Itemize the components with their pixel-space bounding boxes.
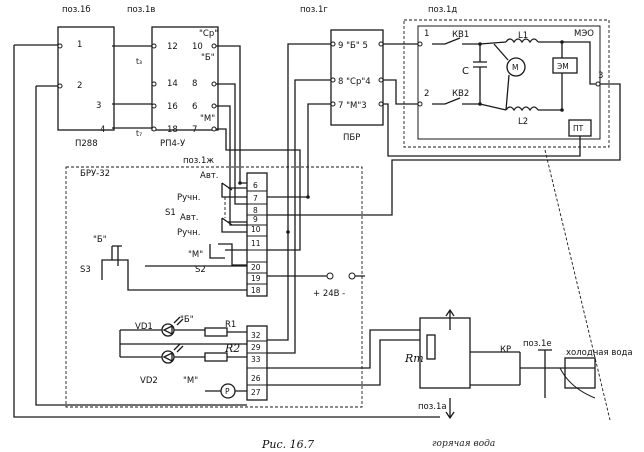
figure-caption: Рис. 16.7 bbox=[261, 438, 314, 451]
bru-name: БРУ-32 bbox=[80, 169, 110, 179]
r1-resistor bbox=[204, 327, 228, 337]
rt-sensor bbox=[419, 317, 471, 389]
pbr-block: поз.1г 9 "Б" 5 8 "Ср"4 7 "М"3 ПБР bbox=[300, 5, 384, 143]
rp4-pin-8: 8 bbox=[192, 79, 197, 89]
meo-term-1: 1 bbox=[424, 29, 429, 39]
rt-label: Rт bbox=[404, 352, 424, 365]
meo-em: ЭМ bbox=[557, 62, 569, 71]
pos-1v-label: поз.1в bbox=[127, 5, 155, 15]
meo-l1: L1 bbox=[518, 31, 528, 41]
term-8: 8 bbox=[253, 206, 258, 215]
term-33: 33 bbox=[251, 355, 261, 364]
rt-element bbox=[426, 334, 436, 360]
bru-supply: + 24В - bbox=[313, 289, 345, 299]
bru-block: поз.1ж БРУ-32 Авт. Ручн. S1 Авт. Ручн. "… bbox=[65, 156, 365, 408]
rp4-pin-10: 10 bbox=[192, 42, 203, 52]
pos-1a-label: поз.1а bbox=[418, 402, 447, 412]
rp4-pin-12: 12 bbox=[167, 42, 178, 52]
p288-pin-4: 4 bbox=[100, 125, 105, 135]
meo-kv2: КВ2 bbox=[452, 89, 469, 99]
rp4-pin-7: 7 bbox=[192, 125, 197, 135]
pbr-row-3: 7 "М"3 bbox=[338, 101, 367, 111]
em-box bbox=[552, 57, 578, 74]
rp4-t3: t₃ bbox=[136, 57, 142, 66]
bru-s3-label: "Б" bbox=[93, 235, 107, 245]
rp4-label-sr: "Ср" bbox=[199, 29, 218, 39]
bru-r2: R2 bbox=[224, 342, 240, 355]
term-26: 26 bbox=[251, 374, 261, 383]
meo-term-2: 2 bbox=[424, 89, 429, 99]
term-19: 19 bbox=[251, 274, 261, 283]
bru-ruch-1: Ручн. bbox=[177, 193, 200, 203]
p288-pin-2: 2 bbox=[77, 81, 82, 91]
bru-ruch-2: Ручн. bbox=[177, 228, 200, 238]
rp4-label-b: "Б" bbox=[201, 53, 215, 63]
rp4-pin-18: 18 bbox=[167, 125, 178, 135]
bru-vd1-tag: "Б" bbox=[180, 315, 194, 325]
pos-1zh-label: поз.1ж bbox=[183, 156, 214, 166]
meo-term-3: 3 bbox=[598, 71, 603, 81]
term-6: 6 bbox=[253, 181, 258, 190]
meo-motor: М bbox=[512, 63, 518, 72]
rp4-name: РП4-У bbox=[160, 139, 186, 149]
bru-s2-label: "М" bbox=[188, 250, 203, 260]
bru-s2: S2 bbox=[195, 265, 206, 275]
p288-block: поз.1б 1 2 3 4 П288 bbox=[57, 5, 115, 149]
pos-1d-label: поз.1д bbox=[428, 5, 457, 15]
kr-label: КР bbox=[500, 345, 511, 355]
pbr-row-1: 9 "Б" 5 bbox=[338, 41, 368, 51]
term-18: 18 bbox=[251, 286, 261, 295]
p288-pin-1: 1 bbox=[77, 40, 82, 50]
kr-valve bbox=[564, 357, 596, 389]
bru-s3: S3 bbox=[80, 265, 91, 275]
meo-block: поз.1д МЭО 1 2 3 КВ1 КВ2 L1 L2 C М ЭМ ПТ bbox=[403, 5, 610, 148]
bru-avt-2: Авт. bbox=[180, 213, 198, 223]
rp4-pin-14: 14 bbox=[167, 79, 178, 89]
meo-kv1: КВ1 bbox=[452, 30, 469, 40]
motor-symbol bbox=[506, 57, 526, 77]
term-20: 20 bbox=[251, 263, 261, 272]
meo-c: C bbox=[462, 66, 469, 77]
term-10: 10 bbox=[251, 225, 261, 234]
wiring bbox=[13, 43, 621, 421]
pos-1b-label: поз.1б bbox=[62, 5, 91, 15]
bru-vd2-tag: "М" bbox=[183, 376, 198, 386]
bru-s1: S1 bbox=[165, 208, 176, 218]
pbr-row-2: 8 "Ср"4 bbox=[338, 77, 371, 87]
cold-water-label: холодная вода bbox=[566, 348, 633, 358]
pos-1g-label: поз.1г bbox=[300, 5, 328, 15]
pbr-name: ПБР bbox=[343, 133, 360, 143]
term-11: 11 bbox=[251, 239, 261, 248]
bru-vd2: VD2 bbox=[140, 376, 158, 386]
rp4-block: поз.1в t₃ t₇ 12 14 16 18 10 8 6 7 "Ср" "… bbox=[127, 5, 219, 149]
pos-1e-label: поз.1е bbox=[523, 339, 552, 349]
bru-avt-1: Авт. bbox=[200, 171, 218, 181]
rp4-t7: t₇ bbox=[136, 129, 142, 138]
meo-name: МЭО bbox=[574, 29, 594, 39]
term-9: 9 bbox=[253, 215, 258, 224]
bru-vd1: VD1 bbox=[135, 322, 153, 332]
meo-pt: ПТ bbox=[573, 124, 584, 133]
meo-l2: L2 bbox=[518, 117, 528, 127]
process-block: поз.1а Rт поз.1е КР холодная вода горяча… bbox=[404, 308, 633, 449]
hot-water-label: горячая вода bbox=[432, 439, 495, 449]
bru-r1: R1 bbox=[225, 320, 236, 330]
terminal-strip-low bbox=[246, 325, 268, 401]
rp4-label-m: "М" bbox=[200, 114, 215, 124]
bru-p: Р bbox=[225, 387, 230, 396]
rp4-pin-6: 6 bbox=[192, 102, 197, 112]
rp4-pin-16: 16 bbox=[167, 102, 178, 112]
term-32: 32 bbox=[251, 331, 261, 340]
p288-pin-3: 3 bbox=[96, 101, 101, 111]
p288-name: П288 bbox=[75, 139, 98, 149]
r2-resistor bbox=[204, 352, 228, 362]
term-7: 7 bbox=[253, 194, 258, 203]
term-27: 27 bbox=[251, 388, 261, 397]
term-29: 29 bbox=[251, 343, 261, 352]
